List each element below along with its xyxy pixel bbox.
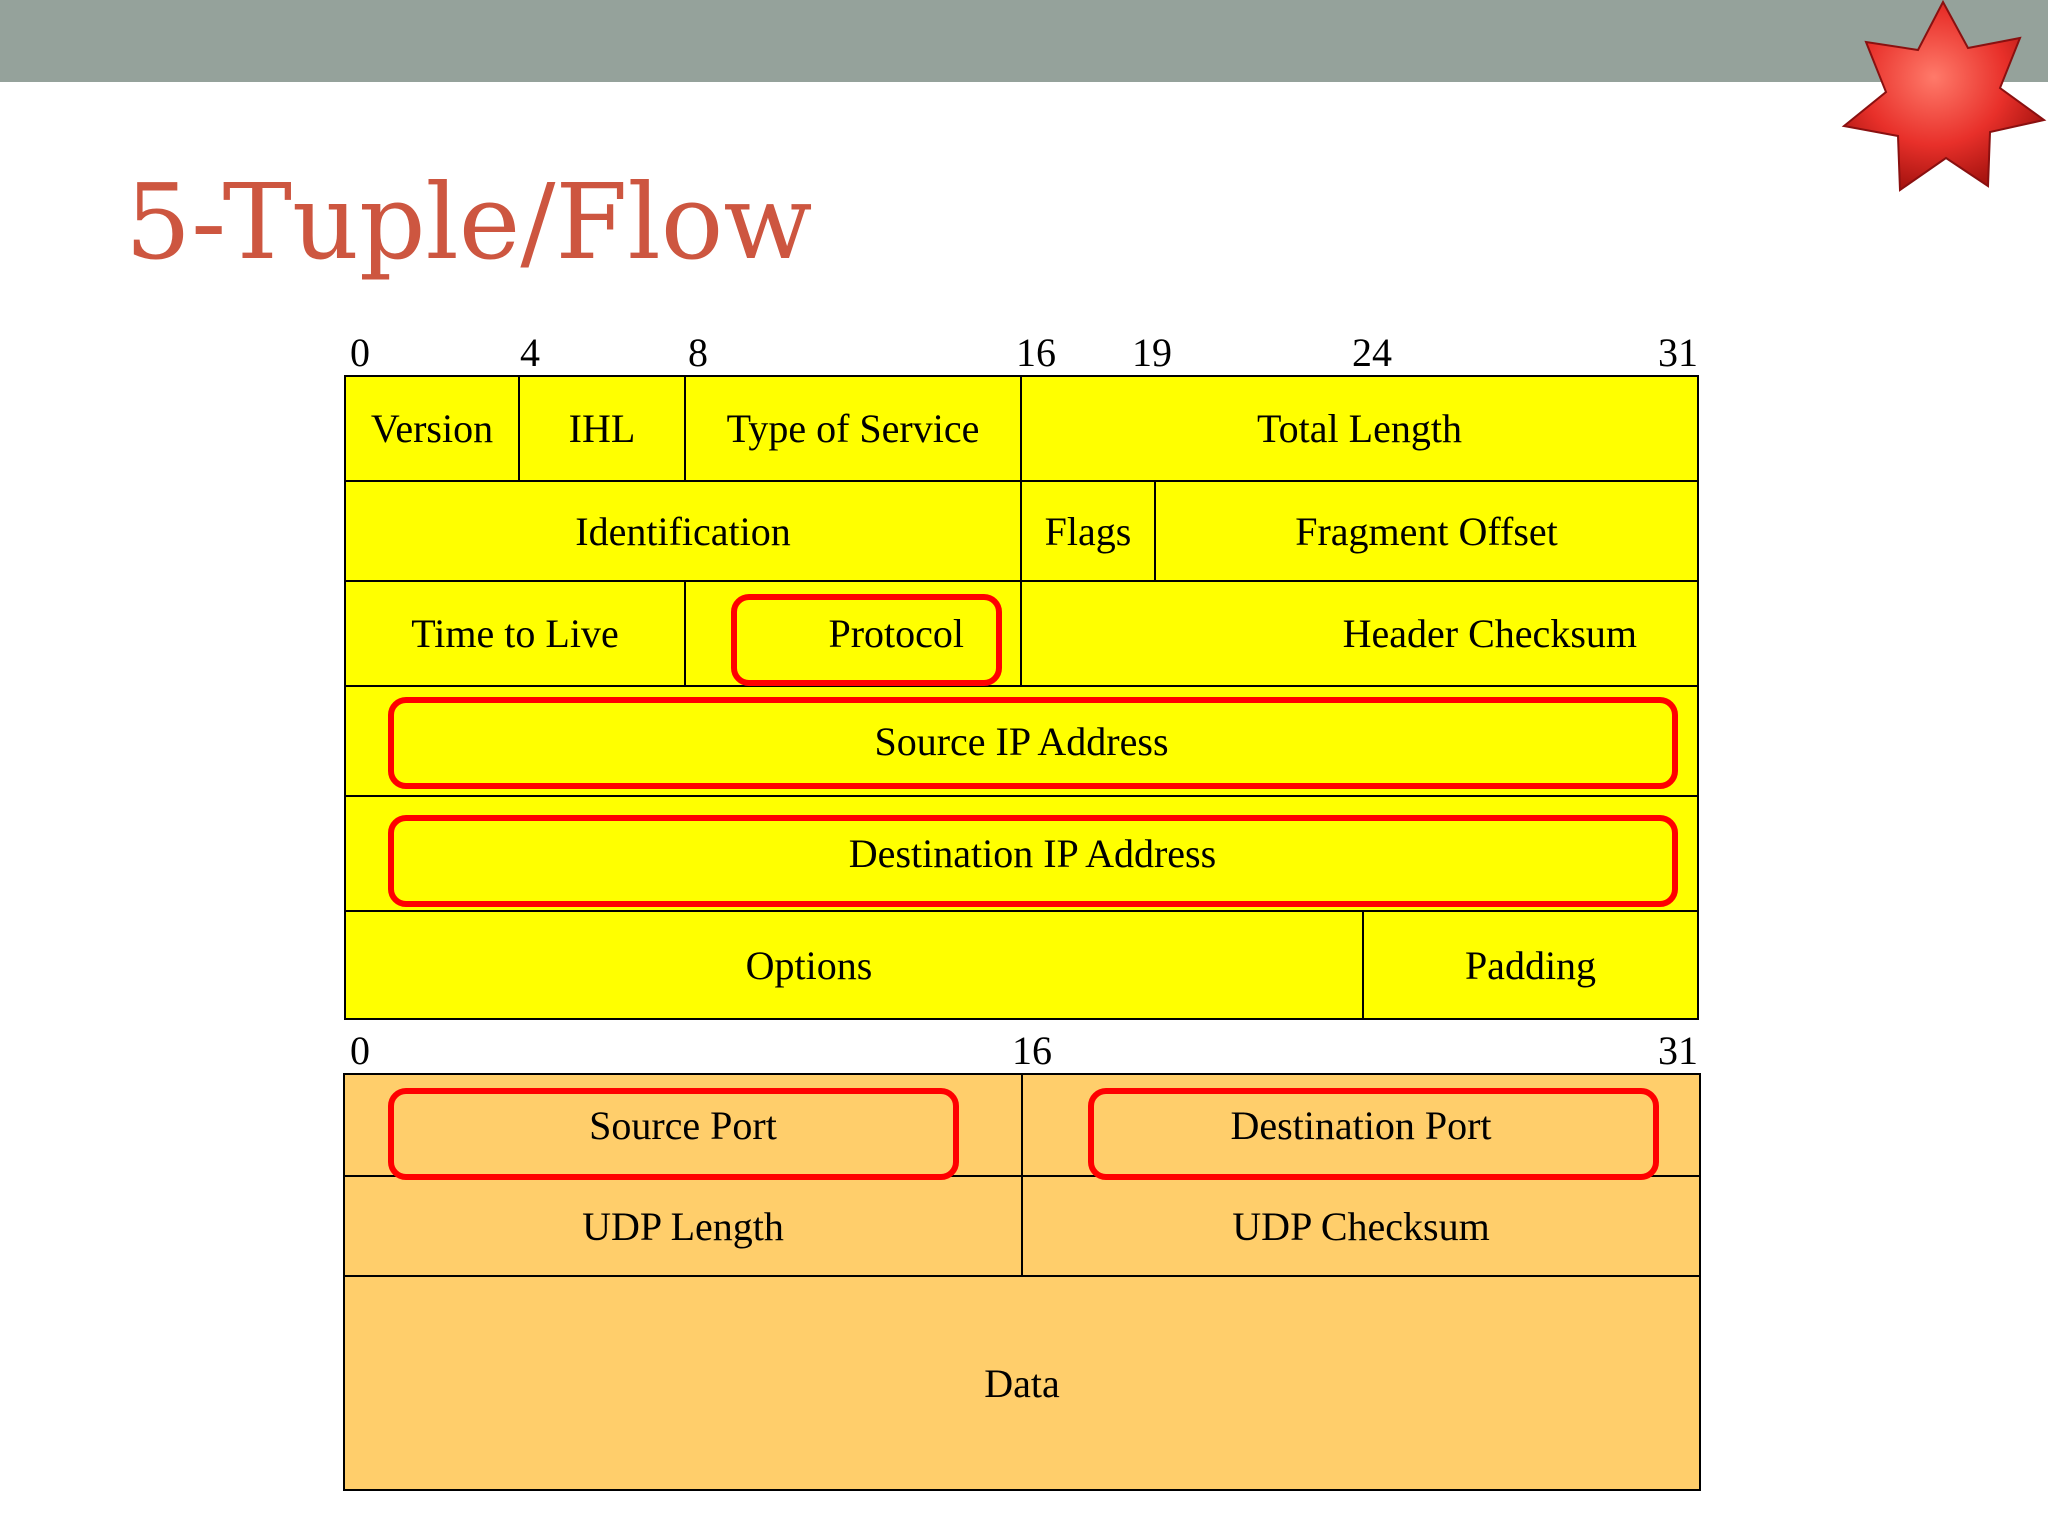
udp-bit-tick: 16 <box>1012 1028 1052 1073</box>
ip-bit-tick: 19 <box>1132 330 1172 375</box>
slide-title: 5-Tuple/Flow <box>125 161 813 283</box>
field-header-checksum: Header Checksum <box>1022 582 1697 687</box>
udp-bit-tick: 31 <box>1658 1028 1698 1073</box>
ip-header-diagram: Version IHL Type of Service Total Length… <box>344 375 1699 1020</box>
field-time-to-live: Time to Live <box>346 582 686 687</box>
field-protocol: Protocol <box>686 582 1022 687</box>
star-icon <box>1841 0 2047 192</box>
top-bar <box>0 0 2048 82</box>
field-flags: Flags <box>1022 482 1156 582</box>
field-ihl: IHL <box>520 377 686 482</box>
ip-bit-tick: 4 <box>520 330 540 375</box>
field-padding: Padding <box>1464 942 1597 988</box>
ip-bit-tick: 8 <box>688 330 708 375</box>
field-destination-port: Destination Port <box>1023 1075 1699 1177</box>
ip-bit-tick: 16 <box>1016 330 1056 375</box>
field-destination-ip: Destination IP Address <box>346 797 1697 912</box>
field-source-port: Source Port <box>345 1075 1023 1177</box>
field-total-length: Total Length <box>1022 377 1697 482</box>
field-options: Options <box>346 912 1364 1018</box>
field-udp-length: UDP Length <box>345 1177 1023 1277</box>
field-source-ip: Source IP Address <box>346 687 1697 797</box>
field-type-of-service: Type of Service <box>686 377 1022 482</box>
ip-bit-tick: 24 <box>1352 330 1392 375</box>
udp-bit-tick: 0 <box>350 1028 370 1073</box>
udp-header-diagram: Source Port Destination Port UDP Length … <box>343 1073 1701 1491</box>
ip-bit-tick: 0 <box>350 330 370 375</box>
ip-bit-tick: 31 <box>1658 330 1698 375</box>
field-udp-checksum: UDP Checksum <box>1023 1177 1699 1277</box>
field-version: Version <box>346 377 520 482</box>
field-data: Data <box>984 1360 1060 1406</box>
field-fragment-offset: Fragment Offset <box>1156 482 1697 582</box>
field-identification: Identification <box>346 482 1022 582</box>
